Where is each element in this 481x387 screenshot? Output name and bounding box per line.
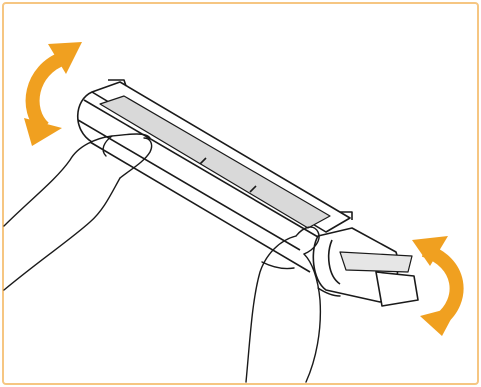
left-hand-icon xyxy=(4,134,152,290)
rotate-arrow-right-icon xyxy=(412,236,458,336)
toner-cartridge-icon xyxy=(78,80,418,306)
rotate-arrow-left-icon xyxy=(24,42,82,146)
